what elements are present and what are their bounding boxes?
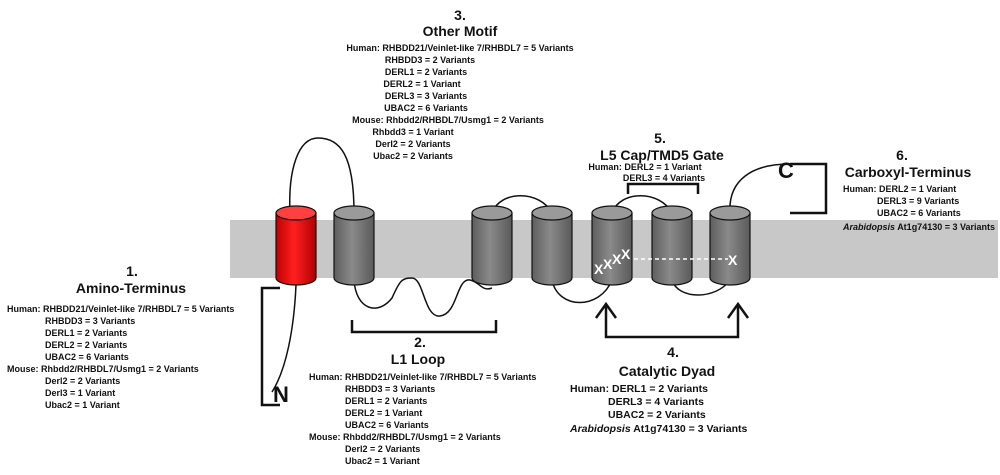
c-terminus-label: C	[778, 158, 794, 183]
variant-line: Ubac2 = 1 Variant	[45, 400, 120, 410]
motif-title: L5 Cap/TMD5 Gate	[600, 147, 724, 163]
motif-title: Other Motif	[423, 23, 498, 39]
motif-number: 4.	[667, 344, 679, 360]
variant-line: DERL1 = 2 Variants	[345, 396, 427, 406]
variant-line: Ubac2 = 1 Variant	[345, 456, 420, 466]
motif-number: 6.	[896, 147, 908, 163]
brackets	[260, 162, 828, 407]
variant-line: Mouse: Rhbdd2/RHBDL7/Usmg1 = 2 Variants	[352, 115, 544, 125]
variant-mark: X	[612, 251, 622, 267]
variant-line: UBAC2 = 6 Variants	[45, 352, 129, 362]
variant-mark: X	[728, 252, 738, 268]
variant-line: Derl3 = 1 Variant	[45, 388, 115, 398]
loop-l1	[353, 277, 493, 317]
bracket-l5-cap	[626, 182, 700, 194]
variant-line: UBAC2 = 6 Variants	[384, 103, 468, 113]
motif-number: 3.	[454, 7, 466, 23]
variant-line: UBAC2 = 6 Variants	[345, 420, 429, 430]
variant-line: RHBDD3 = 3 Variants	[45, 316, 135, 326]
variant-line: DERL3 = 4 Variants	[623, 173, 705, 183]
helix-7	[709, 205, 751, 286]
n-terminal-tail	[271, 284, 297, 393]
annotation-amino-terminus: 1. Amino-Terminus Human: RHBDD21/Veinlet…	[7, 263, 234, 410]
bracket-carboxyl-terminus	[790, 162, 828, 215]
annotation-carboxyl-terminus: 6. Carboxyl-Terminus Human: DERL2 = 1 Va…	[842, 147, 995, 232]
variant-line: RHBDD3 = 2 Variants	[385, 55, 475, 65]
variant-mark: X	[603, 256, 613, 272]
helix-1	[275, 205, 317, 286]
motif-title: Catalytic Dyad	[619, 363, 715, 379]
variant-line: DERL2 = 1 Variant	[383, 79, 460, 89]
annotation-other-motif: 3. Other Motif Human: RHBDD21/Veinlet-li…	[346, 7, 573, 161]
variant-line: Arabidopsis At1g74130 = 3 Variants	[842, 222, 995, 232]
variant-line: Derl2 = 2 Variants	[375, 139, 450, 149]
variant-line: Arabidopsis At1g74130 = 3 Variants	[569, 423, 747, 435]
annotation-l5-cap: 5. L5 Cap/TMD5 Gate Human: DERL2 = 1 Var…	[588, 130, 724, 183]
variant-line: Human: DERL2 = 1 Variant	[843, 184, 956, 194]
variant-line: DERL1 = 2 Variants	[45, 328, 127, 338]
variant-line: DERL3 = 3 Variants	[385, 91, 467, 101]
loop-c-terminal	[729, 163, 791, 214]
variant-line: Mouse: Rhbdd2/RHBDL7/Usmg1 = 2 Variants	[309, 432, 501, 442]
variant-line: DERL2 = 2 Variants	[45, 340, 127, 350]
variant-line: Human: DERL1 = 2 Variants	[570, 383, 708, 395]
variant-line: Rhbdd3 = 1 Variant	[372, 127, 453, 137]
variant-line: Human: RHBDD21/Veinlet-like 7/RHBDL7 = 5…	[7, 304, 234, 314]
variant-line: DERL3 = 9 Variants	[877, 196, 959, 206]
helix-6	[651, 205, 693, 286]
helix-2	[333, 205, 375, 286]
helix-4	[531, 205, 573, 286]
variant-line: DERL1 = 2 Variants	[385, 67, 467, 77]
annotation-l1-loop: 2. L1 Loop Human: RHBDD21/Veinlet-like 7…	[309, 334, 536, 466]
variant-line: Derl2 = 2 Variants	[345, 444, 420, 454]
variant-line: Human: RHBDD21/Veinlet-like 7/RHBDL7 = 5…	[346, 43, 573, 53]
bracket-l1-loop	[350, 320, 498, 334]
variant-line: DERL3 = 4 Variants	[608, 396, 704, 408]
variant-line: UBAC2 = 2 Variants	[608, 409, 706, 421]
motif-title: Amino-Terminus	[76, 280, 186, 296]
helix-3	[471, 205, 513, 286]
variant-mark: X	[594, 261, 604, 277]
variant-line: Derl2 = 2 Variants	[45, 376, 120, 386]
motif-number: 2.	[414, 334, 426, 350]
variant-line: Human: DERL2 = 1 Variant	[588, 162, 701, 172]
motif-number: 1.	[126, 263, 138, 279]
variant-line: DERL2 = 1 Variant	[345, 408, 422, 418]
n-terminus-label: N	[273, 382, 289, 407]
variant-line: UBAC2 = 6 Variants	[877, 208, 961, 218]
variant-line: RHBDD3 = 3 Variants	[345, 384, 435, 394]
catalytic-dyad-arrows	[594, 301, 750, 339]
helix-5	[591, 205, 633, 286]
annotation-catalytic-dyad: 4. Catalytic Dyad Human: DERL1 = 2 Varia…	[569, 344, 747, 435]
variant-line: Ubac2 = 2 Variants	[373, 151, 453, 161]
arrow-head-left	[594, 301, 618, 319]
motif-title: Carboxyl-Terminus	[845, 164, 972, 180]
loop-other-motif	[289, 137, 355, 214]
loop-catalytic-left	[551, 279, 613, 304]
motif-title: L1 Loop	[391, 351, 445, 367]
variant-line: Human: RHBDD21/Veinlet-like 7/RHBDL7 = 5…	[309, 372, 536, 382]
variant-mark: X	[621, 246, 631, 262]
bracket-amino-terminus	[260, 286, 280, 407]
variant-line: Mouse: Rhbdd2/RHBDL7/Usmg1 = 2 Variants	[7, 364, 199, 374]
arrow-head-right	[726, 301, 750, 319]
motif-number: 5.	[654, 130, 666, 146]
